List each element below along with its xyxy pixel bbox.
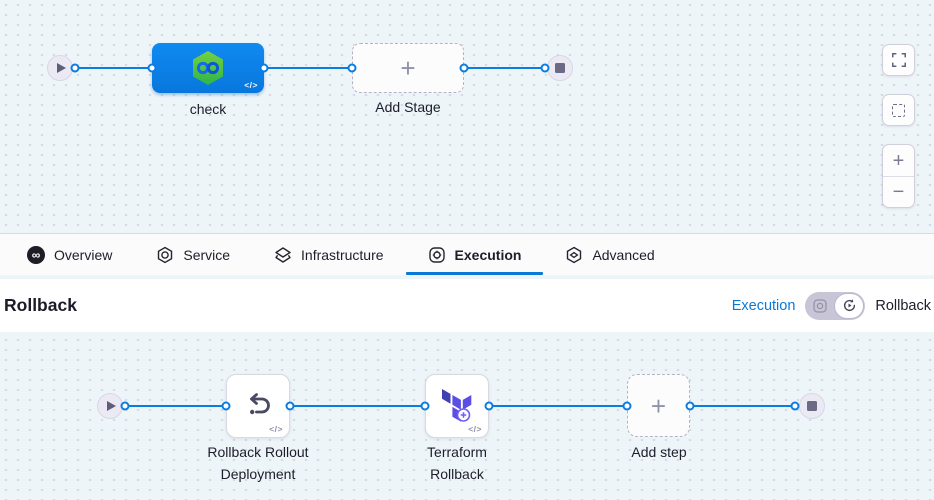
execution-rollback-switch: Execution: [731, 291, 931, 320]
multi-select-button[interactable]: [882, 94, 915, 126]
connector-point[interactable]: [484, 401, 494, 411]
plus-icon: +: [400, 53, 416, 83]
stop-icon: [807, 401, 817, 411]
connector-point[interactable]: [70, 63, 80, 73]
marquee-selection-icon: [892, 103, 905, 117]
rollback-header: Rollback Execution: [0, 279, 934, 332]
tab-label: Advanced: [592, 246, 655, 263]
step-label: Rollback Rollout Deployment: [207, 444, 309, 482]
rollback-mode-label: Rollback: [875, 297, 931, 314]
connector-line: [75, 67, 152, 69]
connector-line: [290, 405, 425, 407]
zoom-in-button[interactable]: +: [883, 145, 914, 176]
stage-label: check: [189, 101, 227, 117]
tab-label: Infrastructure: [301, 246, 384, 263]
connector-point[interactable]: [459, 63, 469, 73]
service-icon: [158, 246, 173, 263]
connector-point[interactable]: [347, 63, 357, 73]
fit-to-screen-button[interactable]: [882, 44, 915, 76]
toggle-knob[interactable]: [834, 292, 865, 319]
connector-line: [125, 405, 226, 407]
rollback-arrow-icon: [250, 393, 270, 415]
connector-line: [489, 405, 627, 407]
code-view-icon: </>: [468, 424, 482, 434]
stop-icon: [555, 63, 565, 73]
tab-execution[interactable]: Execution: [405, 234, 544, 275]
step-terraform-rollback[interactable]: </>: [425, 374, 489, 438]
rollback-end-node: [799, 393, 825, 419]
rerun-rollback-icon: [843, 299, 855, 312]
add-stage-label: Add Stage: [375, 99, 441, 115]
connector-point[interactable]: [147, 63, 157, 73]
config-tab-bar: ∞ Overview Service Infrastructure Execut…: [0, 233, 934, 275]
add-step-label: Add step: [631, 444, 687, 460]
connector-point[interactable]: [285, 401, 295, 411]
tab-label: Execution: [454, 246, 522, 263]
rollback-start-node: [97, 393, 123, 419]
connector-point[interactable]: [685, 401, 695, 411]
code-view-icon: </>: [269, 424, 283, 434]
connector-point[interactable]: [221, 401, 231, 411]
stage-node-check[interactable]: </>: [152, 43, 264, 93]
execution-mode-link[interactable]: Execution: [731, 297, 796, 314]
add-stage-button[interactable]: +: [352, 43, 464, 93]
connector-line: [464, 67, 545, 69]
connector-line: [264, 67, 352, 69]
connector-point[interactable]: [259, 63, 269, 73]
plus-icon: +: [650, 390, 667, 421]
connector-point[interactable]: [120, 401, 130, 411]
stage-canvas[interactable]: </> check + Add Stage + −: [0, 0, 934, 233]
rollback-canvas[interactable]: Rollback Execution: [0, 275, 934, 500]
tab-advanced[interactable]: Advanced: [543, 234, 676, 275]
play-icon: [107, 401, 116, 411]
harness-overview-icon: ∞: [27, 245, 45, 264]
pipeline-end-node: [547, 55, 573, 81]
tab-label: Service: [183, 246, 231, 263]
connector-point[interactable]: [622, 401, 632, 411]
zoom-out-button[interactable]: −: [883, 176, 914, 207]
add-step-button[interactable]: +: [627, 374, 690, 437]
play-icon: [57, 63, 66, 73]
connector-point[interactable]: [420, 401, 430, 411]
pipeline-start-node: [47, 55, 73, 81]
zoom-controls: + −: [882, 144, 915, 208]
advanced-icon: [567, 246, 582, 263]
execution-mini-icon: [813, 298, 828, 318]
terraform-icon: [442, 389, 472, 422]
tab-infrastructure[interactable]: Infrastructure: [252, 234, 405, 275]
section-title: Rollback: [4, 295, 77, 315]
harness-stage-icon: [193, 51, 223, 85]
step-label: Terraform Rollback: [427, 444, 487, 482]
execution-icon: [428, 246, 445, 263]
infrastructure-icon: [275, 246, 291, 263]
tab-label: Overview: [54, 246, 113, 263]
connector-point[interactable]: [540, 63, 550, 73]
connector-point[interactable]: [790, 401, 800, 411]
tab-service[interactable]: Service: [134, 234, 252, 275]
tab-overview[interactable]: ∞ Overview: [5, 234, 134, 275]
fullscreen-icon: [891, 53, 906, 67]
rollback-mode-toggle[interactable]: [805, 291, 866, 320]
step-rollback-rollout-deployment[interactable]: </>: [226, 374, 290, 438]
code-view-icon: </>: [244, 80, 258, 90]
connector-line: [690, 405, 795, 407]
